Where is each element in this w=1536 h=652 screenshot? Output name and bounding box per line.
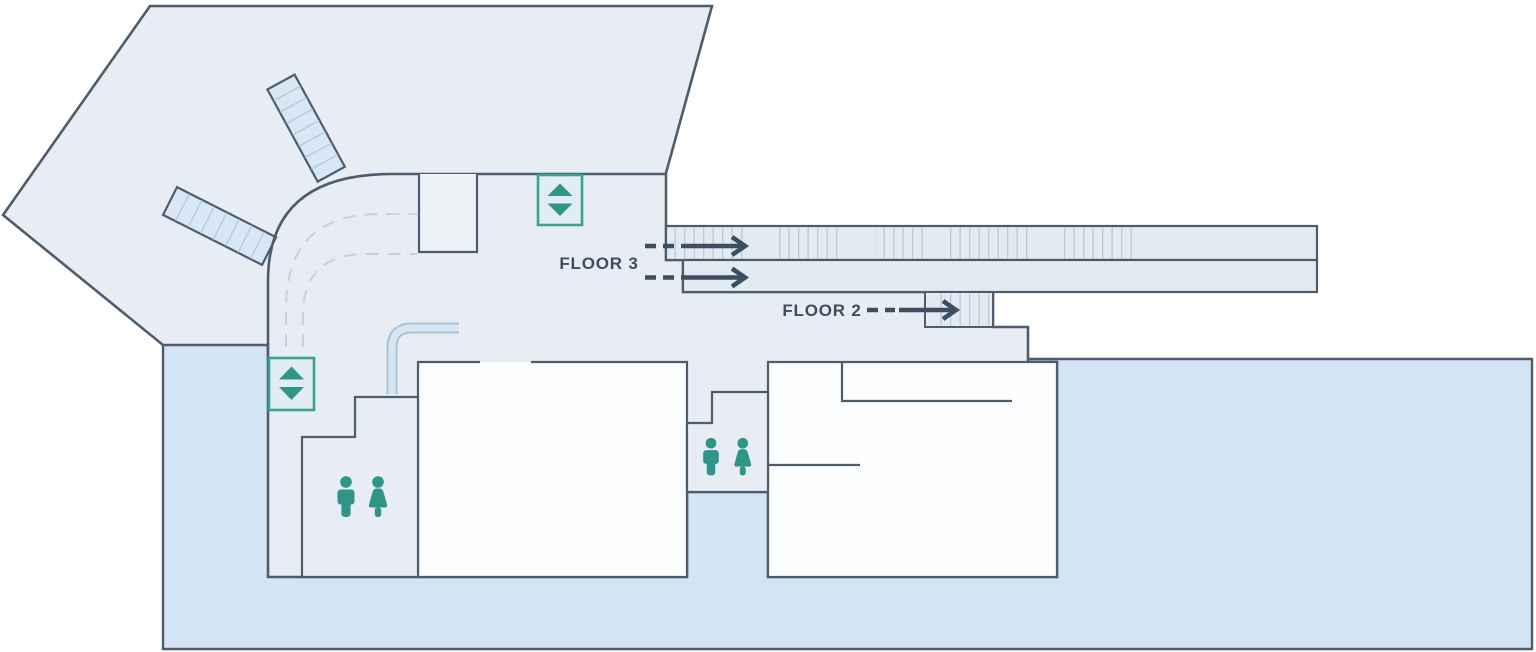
floor2-label: FLOOR 2 [782, 301, 861, 320]
elevator-icon-top [536, 173, 584, 227]
railing [386, 322, 459, 394]
left-room [416, 360, 689, 579]
corridor-curve-wall [266, 172, 666, 345]
guide-path-dashed [285, 213, 417, 347]
restroom-area-left [300, 395, 420, 579]
stair-ramp-lower [161, 185, 278, 267]
elevator-icon-left [267, 356, 316, 412]
floor3-label: FLOOR 3 [559, 254, 638, 273]
corridor-bridge [664, 224, 1319, 328]
escalator-treads-icon [672, 227, 1133, 259]
direction-arrow-icon [645, 266, 750, 289]
elevator-up-down-arrows [547, 183, 573, 216]
walkway-floor3-band [681, 258, 1319, 294]
floor3-wayfinding: FLOOR 3 [559, 235, 750, 289]
stair-ramp-upper [265, 73, 347, 184]
direction-arrow-icon [645, 235, 750, 257]
elevator-up-down-arrows [279, 366, 304, 400]
right-room [766, 360, 1059, 579]
direction-arrow-icon [867, 299, 961, 321]
wall-protrusion [417, 173, 479, 254]
restroom-area-center [685, 390, 770, 494]
floor2-wayfinding: FLOOR 2 [782, 299, 961, 321]
